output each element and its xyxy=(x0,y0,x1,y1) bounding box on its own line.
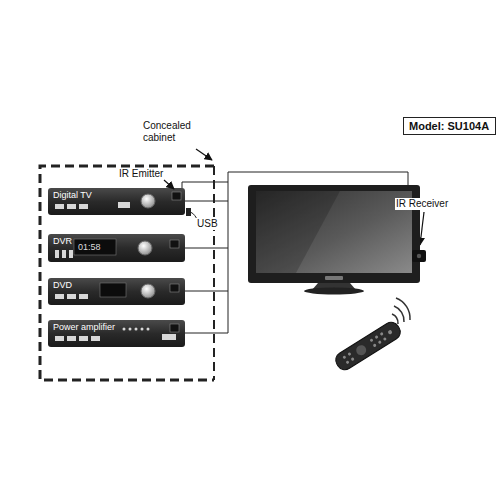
device-bodies xyxy=(118,202,130,208)
device-bodies xyxy=(55,336,64,341)
device-bodies xyxy=(55,204,64,209)
device-bodies xyxy=(69,250,73,258)
device-bodies xyxy=(48,188,191,347)
device-bodies xyxy=(129,328,132,331)
ir-receiver xyxy=(412,250,426,262)
wires xyxy=(185,291,228,292)
ir-receiver xyxy=(417,254,421,258)
leader-lines xyxy=(196,149,212,160)
callout-label: IR Emitter xyxy=(118,168,164,180)
device-name: DVD xyxy=(53,281,72,290)
device-bodies xyxy=(170,192,181,332)
device-bodies xyxy=(48,278,185,305)
remote-control xyxy=(347,352,351,356)
cabinet-outline xyxy=(40,166,214,380)
television xyxy=(256,191,340,273)
device-bodies xyxy=(67,204,76,209)
device-box: Power amplifier xyxy=(48,320,185,347)
remote-control xyxy=(387,329,393,335)
remote-control xyxy=(345,360,349,364)
remote-control xyxy=(351,357,355,361)
device-bodies xyxy=(91,336,100,341)
device-name: DVR xyxy=(53,237,72,246)
display-readout: 01:58 xyxy=(78,243,101,252)
device-box: DVD xyxy=(48,278,185,305)
device-bodies xyxy=(55,202,176,341)
device-bodies xyxy=(48,188,185,215)
signal-waves xyxy=(396,298,410,320)
remote-control xyxy=(342,327,394,364)
device-bodies xyxy=(170,240,179,248)
device-bodies xyxy=(162,334,176,340)
remote-control xyxy=(369,338,373,342)
wires xyxy=(182,182,228,190)
wires xyxy=(185,248,228,249)
remote-control xyxy=(333,319,404,372)
callout-label: IR Receiver xyxy=(395,198,449,210)
device-bodies xyxy=(79,294,88,299)
leader-lines xyxy=(164,180,174,189)
device-box: DVR 01:58 xyxy=(48,234,185,262)
connector-label: USB xyxy=(196,218,219,230)
remote-control xyxy=(375,335,379,339)
device-bodies xyxy=(74,239,116,255)
device-bodies xyxy=(147,328,150,331)
signal-waves xyxy=(392,298,410,324)
device-name: Power amplifier xyxy=(53,323,115,332)
wires xyxy=(185,201,228,202)
device-bodies xyxy=(170,284,179,292)
callout-label: Concealed cabinet xyxy=(142,120,206,143)
remote-control xyxy=(354,343,368,357)
device-bodies xyxy=(79,204,88,209)
device-bodies xyxy=(123,328,126,331)
leader-lines xyxy=(420,212,424,245)
device-bodies xyxy=(48,234,185,262)
wires xyxy=(185,333,228,334)
remote-control xyxy=(373,343,377,347)
device-bodies xyxy=(100,283,126,297)
device-bodies xyxy=(79,336,88,341)
ir-receiver xyxy=(412,250,426,262)
remote-control xyxy=(378,340,382,344)
device-bodies xyxy=(141,194,155,208)
television xyxy=(256,191,412,273)
model-box: Model: SU104A xyxy=(403,117,496,135)
device-bodies xyxy=(141,284,155,298)
signal-waves xyxy=(394,306,404,322)
remote-control xyxy=(342,355,346,359)
cabinet-outline xyxy=(40,166,214,380)
device-bodies xyxy=(67,336,76,341)
signal-waves xyxy=(392,314,398,324)
device-bodies xyxy=(138,241,152,255)
device-bodies xyxy=(186,208,191,216)
device-bodies xyxy=(135,328,138,331)
remote-control xyxy=(380,332,384,336)
device-bodies xyxy=(48,320,185,347)
cabinet-outline xyxy=(213,166,215,380)
device-box: Digital TV xyxy=(48,188,185,215)
device-bodies xyxy=(172,192,181,200)
device-bodies xyxy=(170,324,179,332)
remote-control xyxy=(383,337,387,341)
television xyxy=(325,276,343,280)
device-bodies xyxy=(62,250,66,258)
device-bodies xyxy=(141,328,144,331)
remote-control xyxy=(333,319,404,372)
device-name: Model: SU104A xyxy=(409,121,489,132)
device-bodies xyxy=(55,250,59,258)
television xyxy=(304,288,364,295)
device-bodies xyxy=(55,294,64,299)
device-name: Digital TV xyxy=(53,191,92,200)
device-bodies xyxy=(67,294,76,299)
